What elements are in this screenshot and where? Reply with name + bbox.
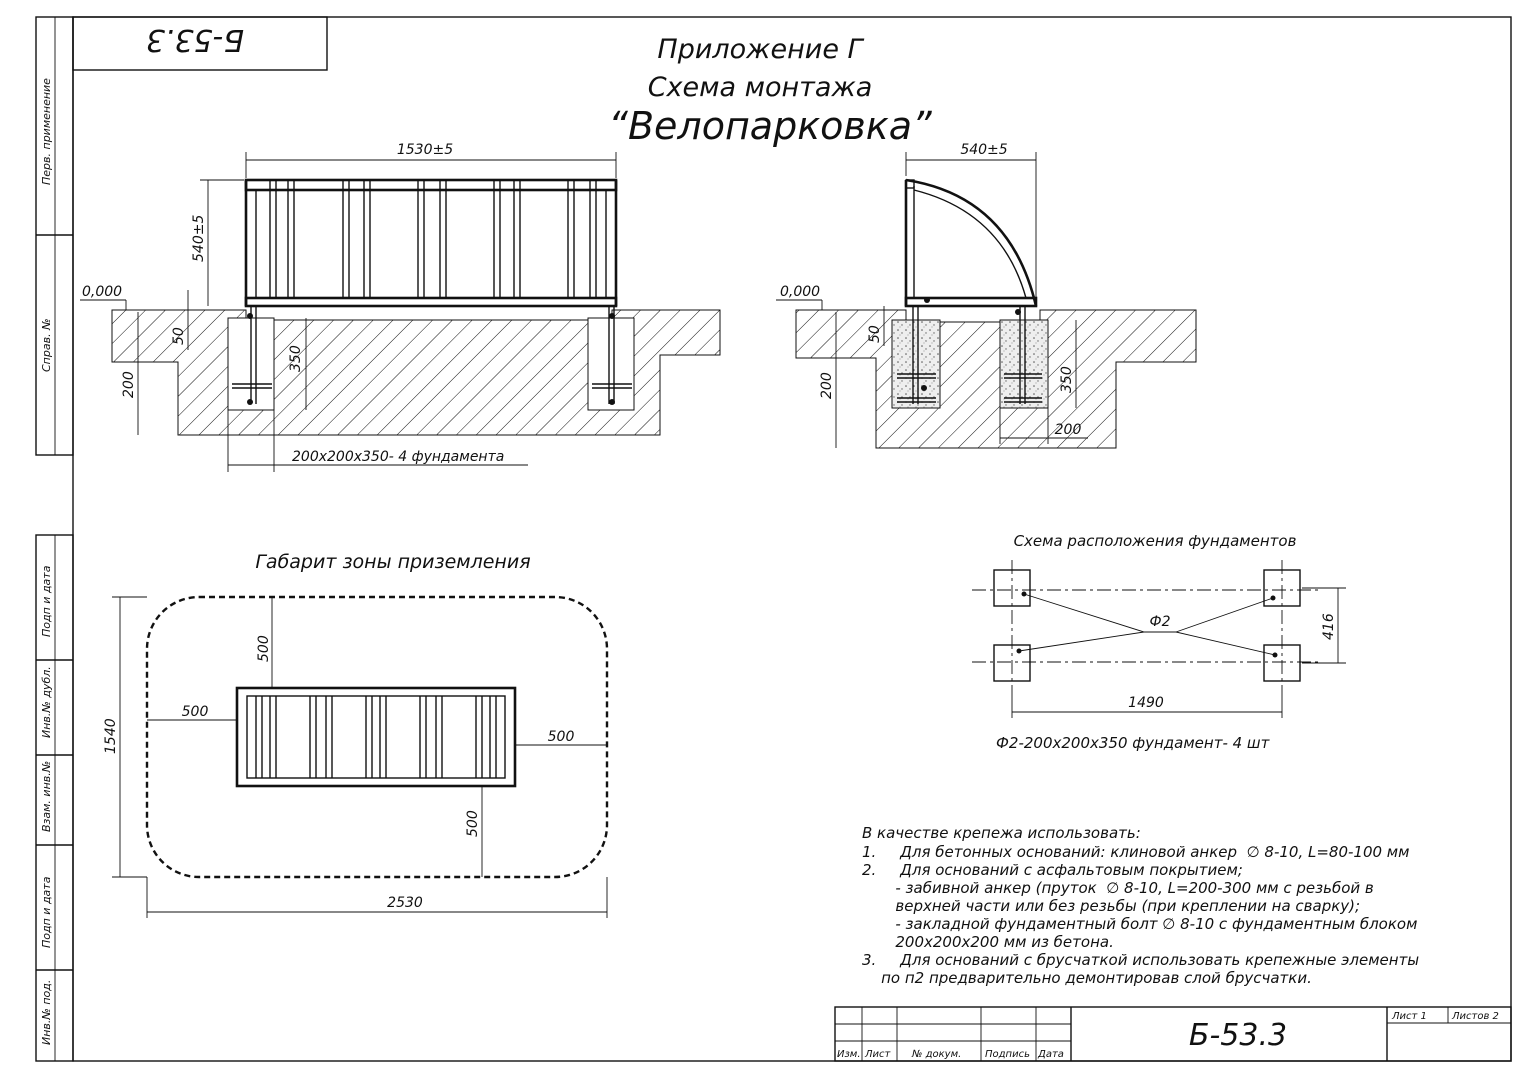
side-label-ref: Справ. № [40,318,53,372]
side-label-first-use: Перв. применение [40,78,53,185]
landing-dim-right: 500 [548,729,575,745]
stamp-header-sheet: Лист [864,1049,892,1060]
stamp-header-date: Дата [1037,1049,1064,1060]
side-view: 540±5 0,000 50 200 350 200 [776,142,1197,449]
side-dim-200-left: 200 [819,372,835,399]
note-line-8: по п2 предварительно демонтировав слой б… [862,969,1312,987]
landing-dim-left: 500 [182,704,209,720]
landing-dim-bottom: 500 [465,810,481,837]
front-height-dim: 540±5 [191,215,207,262]
foundation-layout-title: Схема расположения фундаментов [1014,532,1297,550]
side-label-dup-inv: Инв.№ дубл. [40,666,53,738]
title-block: Приложение Г Схема монтажа “Велопарковка… [608,34,932,148]
front-foundation-note: 200х200х350- 4 фундамента [292,449,504,465]
sheet-code-rotated: Б-53.3 [146,22,244,57]
front-dim-350: 350 [288,345,304,372]
note-line-0: В качестве крепежа использовать: [862,824,1141,842]
fastening-notes: В качестве крепежа использовать: 1. Для … [862,824,1419,987]
title-line2: Схема монтажа [648,72,873,103]
sheet-frame [35,16,1512,1062]
side-dim-350: 350 [1059,366,1075,393]
landing-dim-top: 500 [256,635,272,662]
side-label-sign-date-2: Подп и дата [40,876,53,948]
foundation-note: Ф2-200х200х350 фундамент- 4 шт [996,734,1271,752]
note-line-7: 3. Для оснований с брусчаткой использова… [862,951,1419,969]
side-width-dim: 540±5 [960,142,1007,158]
stamp-sheet-number: Лист 1 [1391,1011,1427,1022]
side-level: 0,000 [780,284,820,300]
foundation-dim-1490: 1490 [1128,695,1164,711]
side-labels: Перв. применение Справ. № Подп и дата Ин… [40,78,53,1045]
note-line-5: - закладной фундаментный болт ∅ 8-10 с ф… [862,915,1417,933]
stamp-header-sign: Подпись [985,1049,1030,1060]
foundation-dim-416: 416 [1321,613,1337,640]
side-dim-50: 50 [867,325,883,343]
stamp-header-change: Изм. [837,1049,861,1060]
title-line3: “Велопарковка” [608,104,932,148]
front-level: 0,000 [82,284,122,300]
note-line-6: 200х200х200 мм из бетона. [862,933,1114,951]
landing-zone: Габарит зоны приземления 500 500 500 500… [103,551,609,918]
note-line-4: верхней части или без резьбы (при крепле… [862,897,1360,915]
stamp-sheet-code: Б-53.3 [1189,1018,1287,1053]
foundation-layout: Схема расположения фундаментов Ф2 416 14… [972,532,1346,752]
note-line-2: 2. Для оснований с асфальтовым покрытием… [862,861,1243,879]
landing-dim-width: 2530 [387,895,423,911]
front-dim-50: 50 [171,327,187,345]
front-dim-200: 200 [121,371,137,398]
note-line-1: 1. Для бетонных оснований: клиновой анке… [862,843,1409,861]
title-line1: Приложение Г [657,34,864,65]
side-dim-200-bottom: 200 [1055,422,1082,438]
front-width-dim: 1530±5 [397,142,453,158]
side-label-replace-inv: Взам. инв.№ [40,761,53,832]
side-label-sign-date-1: Подп и дата [40,565,53,637]
foundation-label-f2: Ф2 [1150,614,1171,630]
title-stamp: Изм. Лист № докум. Подпись Дата Б-53.3 Л… [834,1006,1512,1062]
stamp-sheets-total: Листов 2 [1451,1011,1499,1022]
note-line-3: - забивной анкер (пруток ∅ 8-10, L=200-3… [862,879,1374,897]
code-box-top: Б-53.3 [72,16,328,71]
landing-dim-height: 1540 [103,718,119,754]
landing-zone-title: Габарит зоны приземления [255,551,530,573]
stamp-header-doc: № докум. [911,1049,961,1060]
front-view: 1530±5 540±5 0,000 50 200 350 200х200х35… [80,142,721,472]
side-label-orig-inv: Инв.№ под. [40,980,53,1045]
